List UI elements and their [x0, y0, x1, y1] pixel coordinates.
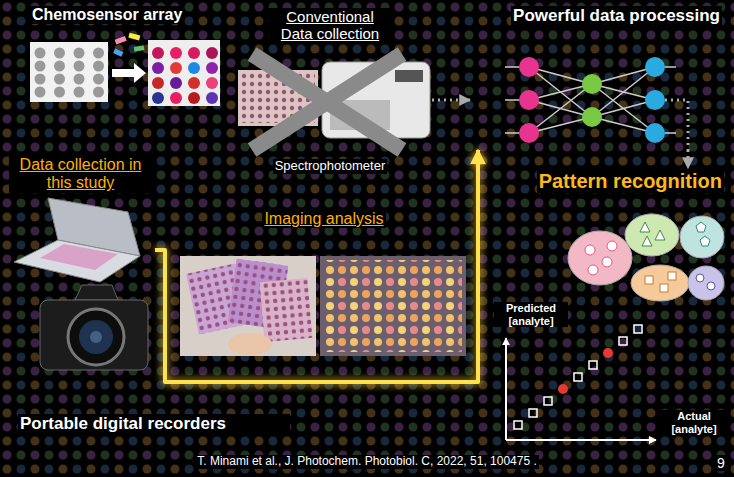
axis-label: Predicted [analyte] [494, 302, 568, 327]
citation: T. Minami et al., J. Photochem. Photobio… [195, 455, 539, 469]
sensor-plates [30, 33, 220, 106]
label-holder: Portable digital recorders [18, 414, 290, 434]
panel-heading: Powerful data processing [511, 6, 722, 26]
panel-heading: Pattern recognition [537, 170, 724, 193]
panel-heading: Data collection in this study [9, 156, 153, 193]
panel-heading: Conventional Data collection [269, 8, 391, 43]
imaging-panel: Imaging analysis [178, 208, 470, 362]
label-holder: Actual [analyte] [660, 410, 728, 435]
flow-arrow [432, 99, 470, 102]
axis-label: Actual [analyte] [660, 410, 728, 435]
flow-arrow [155, 150, 478, 382]
panel-heading: Spectrophotometer [273, 159, 388, 174]
neural-network [505, 57, 688, 150]
instrument-panel: Conventional Data collectionSpectrophoto… [228, 6, 432, 176]
panel-heading: Chemosensor array [30, 6, 184, 24]
panel-heading: Imaging analysis [262, 210, 385, 228]
pattern-panel: Pattern recognition [490, 168, 728, 300]
camera-icon [40, 285, 148, 370]
caption-holder: T. Minami et al., J. Photochem. Photobio… [0, 451, 734, 469]
label-holder: 9 [712, 455, 730, 471]
recorder-panel: Data collection in this study [6, 150, 155, 395]
spectrophotometer-photo [238, 54, 430, 150]
flow-arrow [687, 150, 690, 168]
sensor-panel: Chemosensor array [20, 4, 226, 112]
label-holder: Predicted [analyte] [494, 302, 568, 327]
calibration-plot [506, 325, 656, 440]
network-panel: Powerful data processing [470, 4, 726, 150]
page-number: 9 [712, 455, 730, 471]
group-label: Portable digital recorders [18, 414, 290, 434]
scanner-icon [14, 198, 140, 282]
clusters [568, 214, 724, 301]
imaging-photos [180, 256, 466, 356]
